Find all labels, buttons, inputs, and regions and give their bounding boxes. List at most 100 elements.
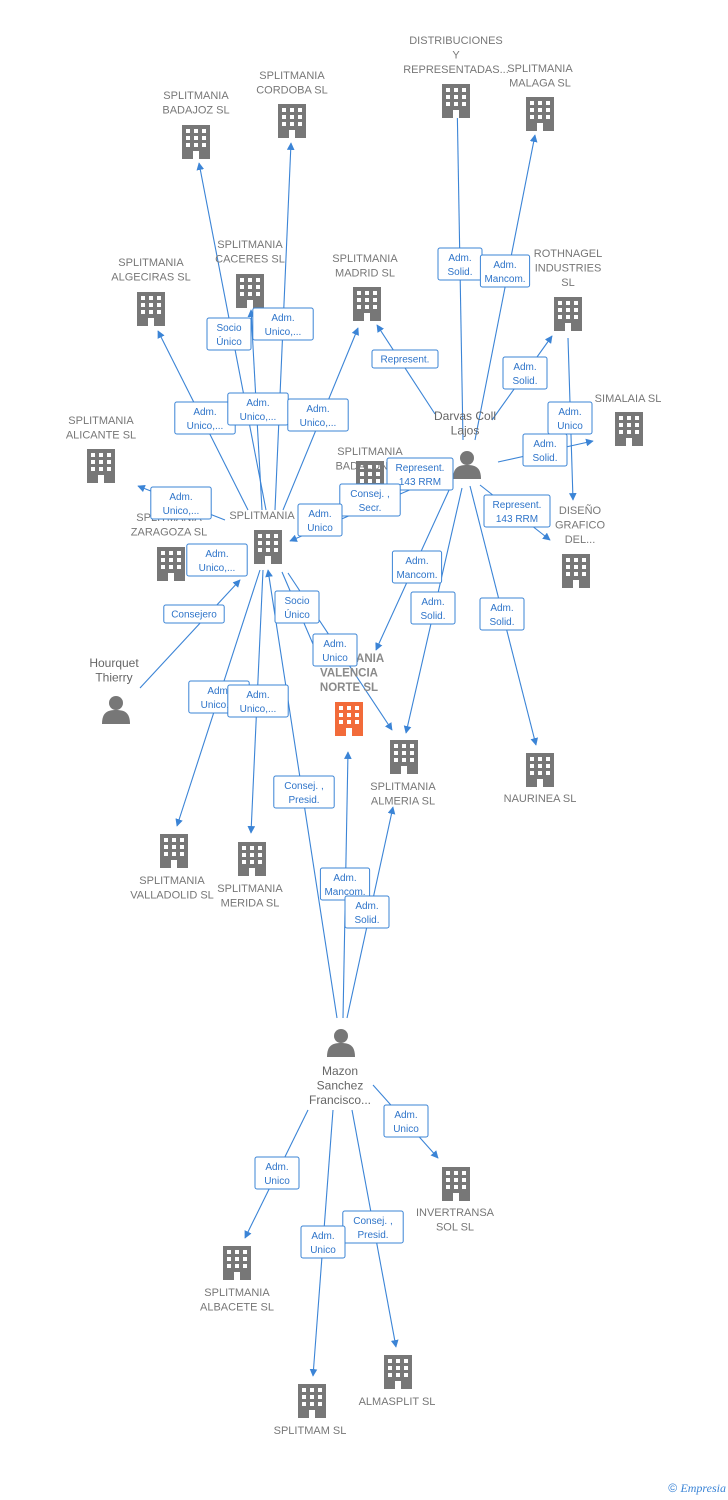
- relation-badge-r2[interactable]: Adm.Mancom.: [479, 254, 531, 288]
- relation-badge-r7[interactable]: Adm.Unico,...: [174, 401, 236, 435]
- relation-badge-r12[interactable]: Adm.Unico,...: [150, 486, 212, 520]
- relation-badge-r23[interactable]: Adm.Unico: [312, 633, 358, 667]
- relation-badge-frame: [254, 1156, 300, 1190]
- relation-badge-r8[interactable]: Adm.Unico,...: [227, 392, 289, 426]
- company-node-diseno[interactable]: DISEÑOGRAFICODEL...: [555, 504, 606, 588]
- relation-badge-frame: [479, 597, 525, 631]
- relation-label-line: Unico,...: [300, 418, 337, 429]
- company-label-line: DEL...: [565, 534, 596, 546]
- relation-badge-r13[interactable]: Represent.143 RRM: [386, 457, 454, 491]
- company-label-line: SL: [561, 277, 574, 289]
- relation-badge-r14[interactable]: Consej. ,Secr.: [339, 483, 401, 517]
- relation-badge-r10[interactable]: Adm.Unico: [547, 401, 593, 435]
- company-node-splitmam[interactable]: SPLITMAM SL: [274, 1384, 347, 1437]
- company-node-albacete[interactable]: SPLITMANIA ALBACETE SL: [200, 1246, 274, 1314]
- relation-label-line: Adm.: [311, 1231, 334, 1242]
- relation-badge-frame: [479, 254, 531, 288]
- relation-badge-r32[interactable]: Adm.Unico: [300, 1225, 346, 1259]
- relation-badge-r5[interactable]: Represent.: [371, 349, 439, 369]
- company-label-line: SPLITMANIA: [204, 1287, 270, 1299]
- relation-label-line: Mancom.: [324, 887, 365, 898]
- relation-badge-r31[interactable]: Consej. ,Presid.: [342, 1210, 404, 1244]
- company-node-naurinea[interactable]: NAURINEA SL: [504, 753, 577, 805]
- company-node-simalaia[interactable]: SIMALAIA SL: [595, 393, 662, 446]
- building-icon: [442, 1167, 470, 1201]
- relation-badge-r28[interactable]: Adm.Solid.: [344, 895, 390, 929]
- relation-badge-r1[interactable]: Adm.Solid.: [437, 247, 483, 281]
- company-node-distrib[interactable]: DISTRIBUCIONESYREPRESENTADAS...: [403, 35, 509, 118]
- relation-badge-r4[interactable]: Adm.Unico,...: [252, 307, 314, 341]
- company-label-line: SPLITMANIA: [507, 63, 573, 75]
- relation-label-line: Adm.: [169, 492, 192, 503]
- relation-badge-frame: [344, 895, 390, 929]
- relation-badge-frame: [150, 486, 212, 520]
- company-label-line: NORTE SL: [320, 682, 378, 694]
- relation-label-line: Adm.: [493, 260, 516, 271]
- relation-badge-r22[interactable]: Adm.Solid.: [479, 597, 525, 631]
- relation-badge-r29[interactable]: Adm.Unico: [383, 1104, 429, 1138]
- relation-label-line: Unico,...: [265, 327, 302, 338]
- company-node-malaga[interactable]: SPLITMANIA MALAGA SL: [507, 63, 573, 131]
- company-label-line: MALAGA SL: [509, 78, 571, 90]
- relation-badge-r30[interactable]: Adm.Unico: [254, 1156, 300, 1190]
- relation-label-line: Adm.: [308, 509, 331, 520]
- relation-badge-r25[interactable]: Adm.Unico,...: [227, 684, 289, 718]
- person-node-mazon[interactable]: MazonSanchezFrancisco...: [309, 1029, 371, 1107]
- relation-label-line: Consej. ,: [350, 489, 389, 500]
- company-label-line: SPLITMANIA: [332, 253, 398, 265]
- company-label-line: GRAFICO: [555, 520, 606, 532]
- relation-label-line: Consejero: [171, 610, 217, 621]
- relation-label-line: Adm.: [265, 1162, 288, 1173]
- relation-badge-r11[interactable]: Adm.Solid.: [522, 433, 568, 467]
- relation-badge-frame: [410, 591, 456, 625]
- building-icon: [615, 412, 643, 446]
- company-node-madrid[interactable]: SPLITMANIA MADRID SL: [332, 253, 398, 321]
- relation-badge-r18[interactable]: Adm.Mancom.: [391, 550, 443, 584]
- company-node-almasplit[interactable]: ALMASPLIT SL: [359, 1355, 436, 1408]
- relation-label-line: Adm.: [323, 639, 346, 650]
- building-icon: [157, 547, 185, 581]
- relation-badge-r27[interactable]: Adm.Mancom.: [319, 867, 371, 901]
- person-icon: [327, 1029, 355, 1057]
- relation-badge-r21[interactable]: Adm.Solid.: [410, 591, 456, 625]
- person-label-line: Sanchez: [317, 1079, 364, 1093]
- relation-badge-r17[interactable]: Adm.Unico,...: [186, 543, 248, 577]
- relation-badge-r26[interactable]: Consej. ,Presid.: [273, 775, 335, 809]
- relation-label-line: Solid.: [489, 617, 514, 628]
- relation-badge-frame: [312, 633, 358, 667]
- company-label-line: MADRID SL: [335, 268, 395, 280]
- relation-badge-r6[interactable]: Adm.Solid.: [502, 356, 548, 390]
- relation-badge-r19[interactable]: Consejero: [163, 604, 225, 624]
- company-label-line: SPLITMANIA: [337, 446, 403, 458]
- relation-badge-r9[interactable]: Adm. Unico,...: [287, 398, 349, 432]
- company-node-splitmania[interactable]: SPLITMANIA SL: [229, 510, 311, 564]
- building-icon: [526, 753, 554, 787]
- company-label-line: VALENCIA: [320, 668, 378, 680]
- company-label-line: DISTRIBUCIONES: [409, 35, 503, 47]
- relation-label-line: Adm.: [306, 404, 329, 415]
- relation-badge-r15[interactable]: Adm.Unico: [297, 503, 343, 537]
- relation-label-line: Solid.: [447, 267, 472, 278]
- company-label-line: ALBACETE SL: [200, 1302, 274, 1314]
- relation-label-line: Presid.: [357, 1230, 388, 1241]
- company-label-line: Y: [452, 50, 460, 62]
- relation-badge-r16[interactable]: Represent.143 RRM: [483, 494, 551, 528]
- building-icon: [137, 292, 165, 326]
- footer-brand[interactable]: © Empresia: [668, 1481, 726, 1496]
